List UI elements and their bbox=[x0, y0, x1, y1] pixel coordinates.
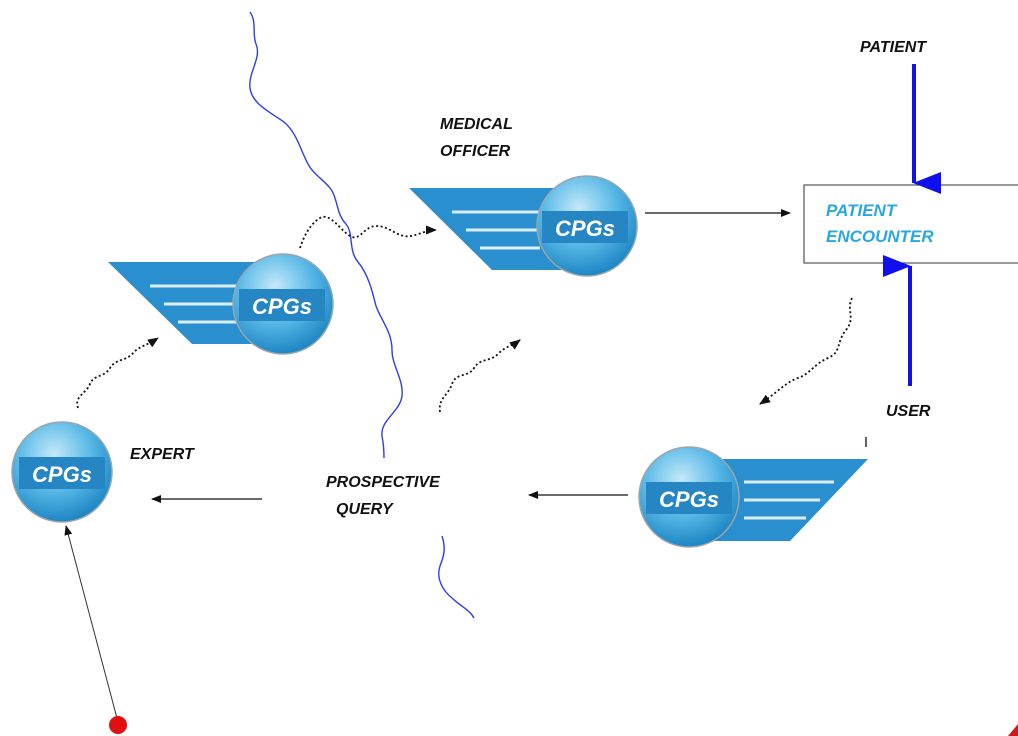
prospective-query-label-line1: PROSPECTIVE bbox=[326, 474, 441, 491]
red-dot bbox=[109, 716, 127, 734]
cpg-label: CPGs bbox=[555, 216, 615, 241]
medical-officer-label-line1: MEDICAL bbox=[440, 116, 513, 133]
patient-encounter-box bbox=[803, 184, 1018, 264]
user-label: USER bbox=[886, 403, 931, 420]
cpg-text-bg bbox=[646, 482, 732, 514]
encounter-to-user-cpg-squiggle bbox=[759, 297, 853, 405]
expert-cpg-badge: CPGs bbox=[11, 421, 113, 523]
user-cpg-badge: CPGs bbox=[638, 437, 868, 548]
corner-mark bbox=[1008, 724, 1018, 736]
query-to-officer-squiggle bbox=[438, 339, 521, 413]
cpg-text-bg bbox=[542, 211, 628, 243]
left-cpg-badge: CPGs bbox=[108, 253, 334, 355]
prospective-query-label-line2: QUERY bbox=[336, 501, 394, 518]
expert-to-left-cpg-squiggle bbox=[76, 337, 159, 409]
patient-label: PATIENT bbox=[860, 39, 927, 56]
cpg-label: CPGs bbox=[659, 487, 719, 512]
medical-officer-label-line2: OFFICER bbox=[440, 143, 511, 160]
cpg-label: CPGs bbox=[252, 294, 312, 319]
cpg-text-bg bbox=[19, 457, 105, 489]
encounter-label-line2: ENCOUNTER bbox=[826, 227, 934, 246]
cpg-text-bg bbox=[239, 289, 325, 321]
encounter-label-line1: PATIENT bbox=[826, 201, 898, 220]
pointer-line bbox=[64, 525, 119, 723]
left-cpg-to-officer-squiggle bbox=[299, 215, 437, 249]
medical-officer-cpg-badge: CPGs bbox=[409, 175, 638, 277]
expert-label: EXPERT bbox=[130, 446, 195, 463]
cpg-label: CPGs bbox=[32, 462, 92, 487]
river-boundary-lower bbox=[438, 535, 475, 619]
river-boundary-upper bbox=[249, 11, 403, 459]
